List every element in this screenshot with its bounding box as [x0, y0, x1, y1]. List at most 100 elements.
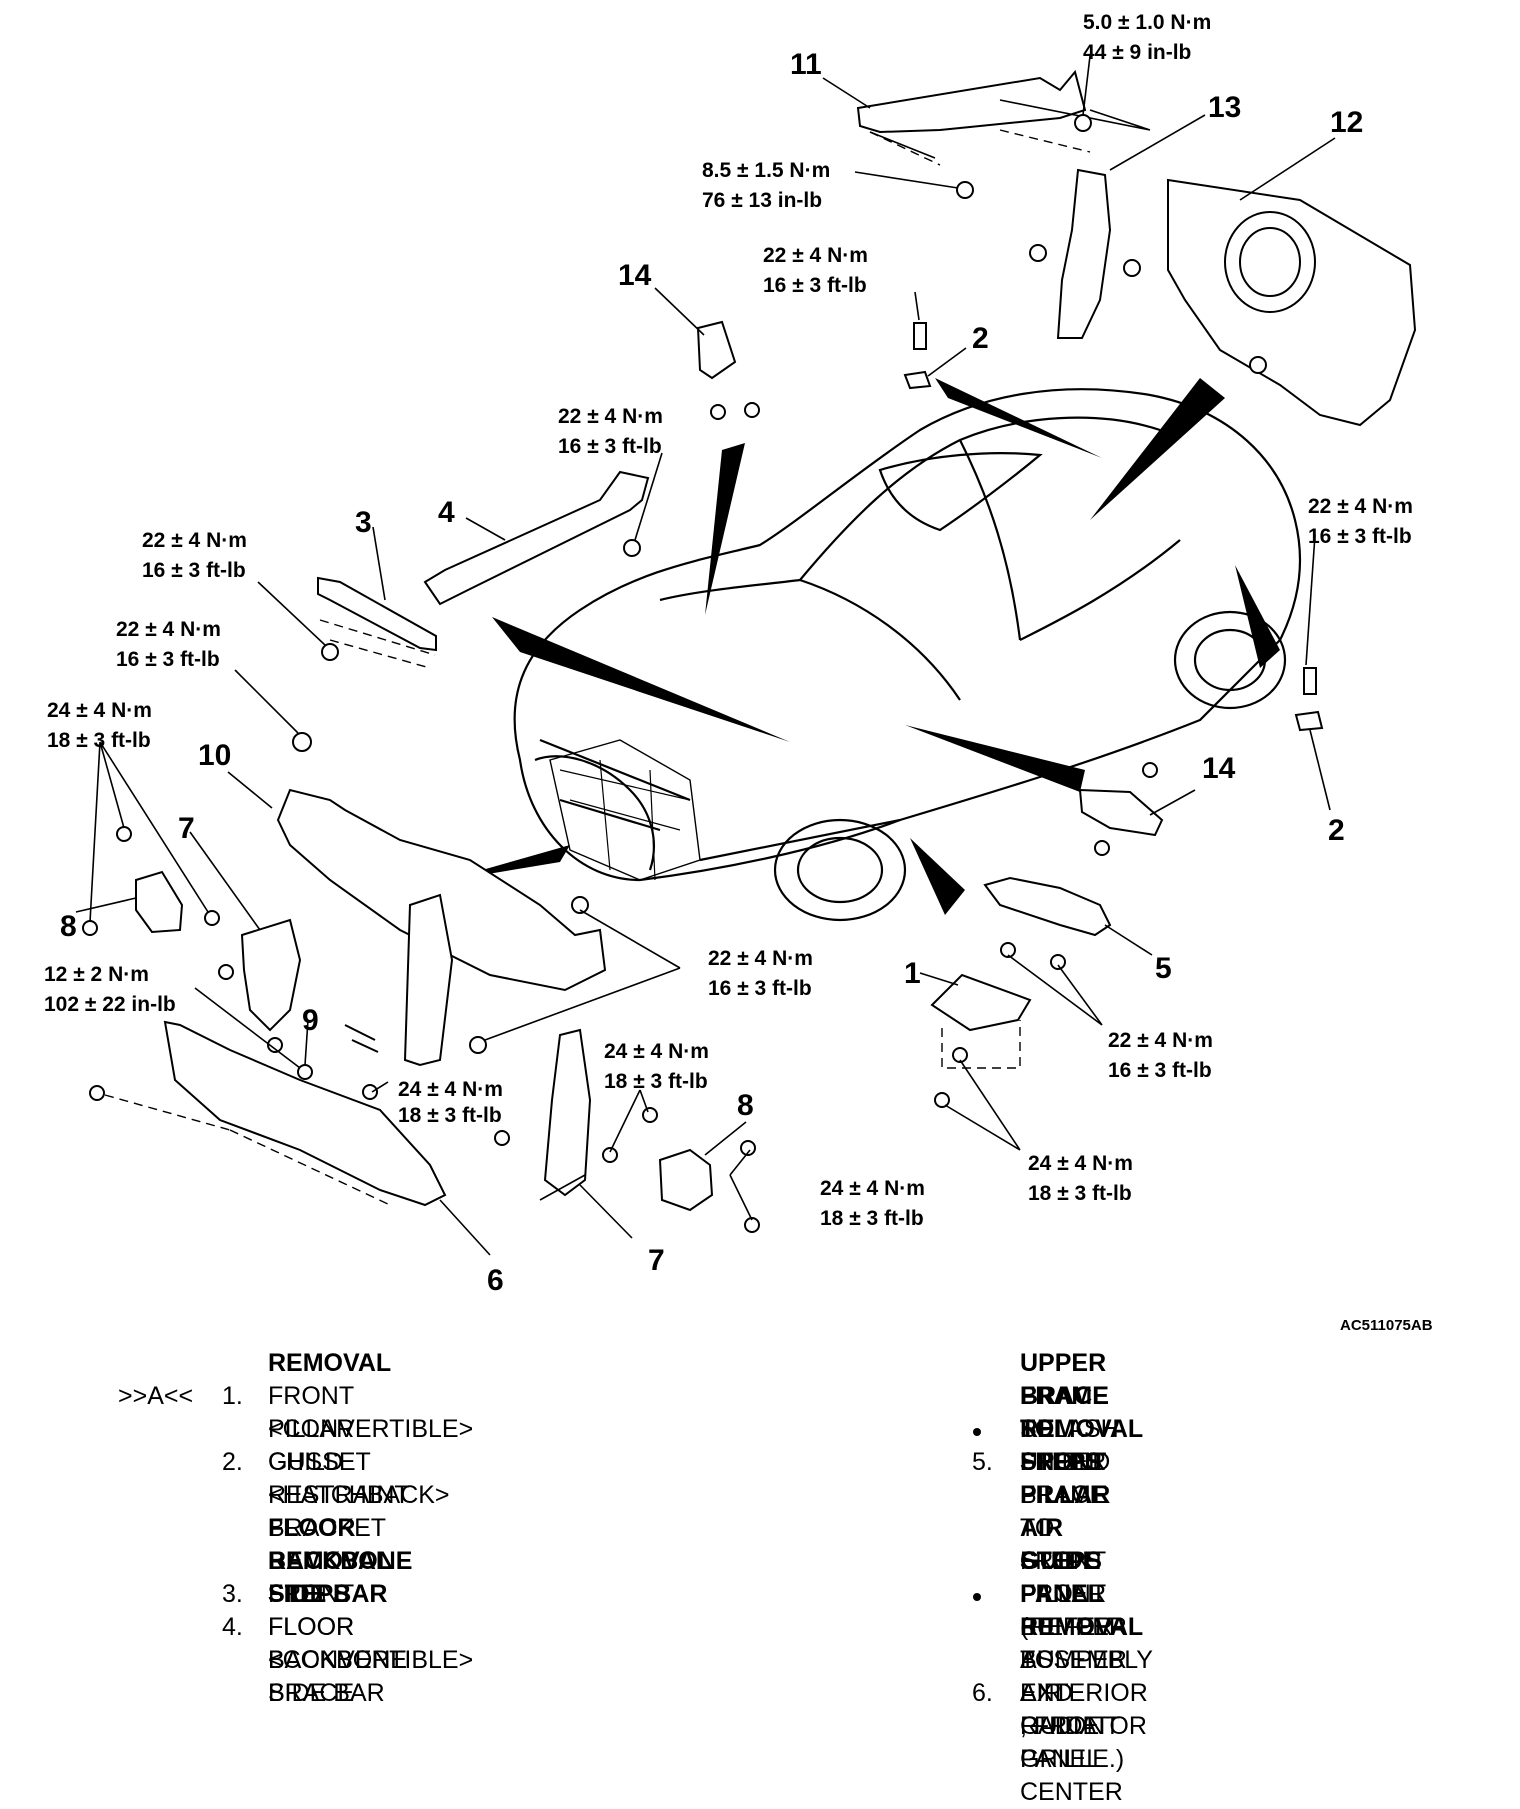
- leader-lines: [75, 55, 1336, 1256]
- torque-1-imperial: 18 ± 3 ft-lb: [1028, 1182, 1132, 1205]
- torque-8-right-imperial: 18 ± 3 ft-lb: [820, 1207, 924, 1230]
- note-marker-a: >>A<<: [118, 1382, 194, 1410]
- part-label-9: 9: [302, 1004, 319, 1037]
- torque-10-top-imperial: 16 ± 3 ft-lb: [116, 648, 220, 671]
- arrow-to-part-2b: [1235, 565, 1280, 668]
- bullet-front-bumper: [973, 1593, 981, 1601]
- torque-8-left-imperial: 18 ± 3 ft-lb: [47, 729, 151, 752]
- air-guide-heading-line2: STEPS: [1020, 1547, 1102, 1575]
- air-guide-heading-line1: AIR GUIDE PANEL REMOVAL: [1020, 1514, 1144, 1641]
- torque-9-imperial: 18 ± 3 ft-lb: [398, 1104, 502, 1127]
- torque-2-right-imperial: 16 ± 3 ft-lb: [1308, 525, 1412, 548]
- step-5-text: UPPER FRAME TO FRONT PILLAR: [1020, 1448, 1108, 1608]
- torque-10-right-metric: 22 ± 4 N·m: [708, 947, 813, 970]
- torque-8-left-metric: 24 ± 4 N·m: [47, 699, 152, 722]
- step-4-variant: <CONVERTIBLE>: [268, 1646, 474, 1674]
- part-12-panel: [1167, 178, 1417, 427]
- torque-10-top-metric: 22 ± 4 N·m: [116, 618, 221, 641]
- part-9-bolts: [297, 1024, 379, 1100]
- torque-10-right-imperial: 16 ± 3 ft-lb: [708, 977, 812, 1000]
- torque-8-right-metric: 24 ± 4 N·m: [820, 1177, 925, 1200]
- backbone-heading-line2: REMOVAL STEPS: [268, 1547, 391, 1608]
- arrow-to-part-14b: [905, 725, 1085, 792]
- step-2-number: 2.: [222, 1448, 243, 1476]
- step-6-text: AIR GUIDE PANEL CENTER: [1020, 1679, 1123, 1806]
- step-2-text: CHILD RESTRAINT BRACKET: [268, 1448, 410, 1542]
- bullet-splash-shield: [973, 1428, 981, 1436]
- part-label-11: 11: [790, 48, 822, 81]
- part-4-side-bar: [423, 470, 650, 606]
- part-number-labels: 11 13 12 14 2 3 4 10 7 8 9 6 7 8 1 5 14 …: [60, 48, 1363, 1297]
- part-11-brace: [856, 69, 1151, 199]
- part-7-left-guide: [218, 918, 302, 1053]
- part-8-right-bracket: [602, 1107, 760, 1233]
- torque-8-mid-metric: 24 ± 4 N·m: [604, 1040, 709, 1063]
- part-14-upper-bracket: [696, 320, 760, 420]
- torque-5-imperial: 16 ± 3 ft-lb: [1108, 1059, 1212, 1082]
- step-front-bumper-text: FRONT BUMPER ASSEMBLY: [1020, 1580, 1153, 1674]
- part-label-14-lower: 14: [1202, 752, 1236, 785]
- step-3-number: 3.: [222, 1580, 243, 1608]
- torque-2-top-metric: 22 ± 4 N·m: [763, 244, 868, 267]
- part-label-10: 10: [198, 739, 231, 772]
- torque-8-mid-imperial: 18 ± 3 ft-lb: [604, 1070, 708, 1093]
- torque-2-right-metric: 22 ± 4 N·m: [1308, 495, 1413, 518]
- torque-9-metric: 24 ± 4 N·m: [398, 1078, 503, 1101]
- torque-1-metric: 24 ± 4 N·m: [1028, 1152, 1133, 1175]
- torque-11-bolt-metric: 8.5 ± 1.5 N·m: [702, 159, 830, 182]
- part-label-5: 5: [1155, 952, 1172, 985]
- torque-11-top-imperial: 44 ± 9 in-lb: [1083, 41, 1191, 64]
- step-6-number: 6.: [972, 1679, 993, 1707]
- step-3-text: FRONT FLOOR BACKBONE BRACE: [268, 1580, 407, 1707]
- part-label-7-left: 7: [178, 812, 195, 845]
- locator-arrows: [440, 378, 1280, 915]
- exploded-parts-diagram: 11 13 12 14 2 3 4 10 7 8 9 6 7 8 1 5 14 …: [44, 11, 1433, 1330]
- arrow-to-part-2a: [935, 378, 1102, 458]
- torque-4-imperial: 16 ± 3 ft-lb: [558, 435, 662, 458]
- part-label-12: 12: [1330, 106, 1363, 139]
- part-8-left-bracket: [82, 826, 220, 936]
- upper-frame-heading-line1: UPPER FRAME TO FRONT PILLAR: [1020, 1349, 1111, 1509]
- part-label-2-upper: 2: [972, 322, 989, 355]
- step-2-variant: <HATCHBACK>: [268, 1481, 450, 1509]
- part-1-front-pillar-gusset: [930, 973, 1032, 1108]
- torque-spec-labels: 5.0 ± 1.0 N·m 44 ± 9 in-lb 8.5 ± 1.5 N·m…: [44, 11, 1433, 1330]
- part-label-6: 6: [487, 1264, 504, 1297]
- step-4-number: 4.: [222, 1613, 243, 1641]
- step-1-number: 1.: [222, 1382, 243, 1410]
- step-5-text-cont: BRACE: [1020, 1481, 1107, 1509]
- part-2-lower-bracket: [1294, 667, 1324, 732]
- arrow-to-part-3-4: [492, 617, 790, 742]
- step-1-text: FRONT PILLAR GUSSET: [268, 1382, 371, 1476]
- torque-5-metric: 22 ± 4 N·m: [1108, 1029, 1213, 1052]
- arrow-to-part-14a: [705, 443, 745, 615]
- arrow-to-part-12-13: [1090, 378, 1225, 520]
- part-label-3: 3: [355, 506, 372, 539]
- part-7-right-guide: [494, 1028, 592, 1197]
- part-5-upper-frame-brace: [983, 876, 1112, 970]
- part-label-7-right: 7: [648, 1244, 665, 1277]
- part-14-lower-bracket: [1078, 762, 1164, 856]
- step-4-text: FLOOR BACKBONE SIDE BAR: [268, 1613, 407, 1707]
- torque-4-metric: 22 ± 4 N·m: [558, 405, 663, 428]
- part-label-4: 4: [438, 496, 455, 529]
- part-2-upper-bracket: [903, 322, 932, 390]
- figure-code: AC511075AB: [1340, 1317, 1433, 1330]
- part-6-air-guide-panel: [89, 1020, 447, 1207]
- part-13-bracket: [1029, 168, 1141, 339]
- torque-6-imperial: 102 ± 22 in-lb: [44, 993, 176, 1016]
- torque-2-top-imperial: 16 ± 3 ft-lb: [763, 274, 867, 297]
- part-3-backbone-brace: [317, 576, 437, 669]
- backbone-heading-line1: FLOOR BACKBONE SIDE BAR: [268, 1514, 413, 1608]
- part-label-8-right: 8: [737, 1089, 754, 1122]
- torque-11-bolt-imperial: 76 ± 13 in-lb: [702, 189, 822, 212]
- part-label-1: 1: [904, 957, 921, 990]
- part-10-upper-crossmember: [276, 732, 607, 1067]
- torque-6-metric: 12 ± 2 N·m: [44, 963, 149, 986]
- part-label-13: 13: [1208, 91, 1241, 124]
- removal-heading: REMOVAL: [268, 1349, 392, 1377]
- torque-3-metric: 22 ± 4 N·m: [142, 529, 247, 552]
- part-label-14-upper: 14: [618, 259, 652, 292]
- step-splash-shield-text: SPLASH SHIELD: [1020, 1415, 1119, 1476]
- torque-3-imperial: 16 ± 3 ft-lb: [142, 559, 246, 582]
